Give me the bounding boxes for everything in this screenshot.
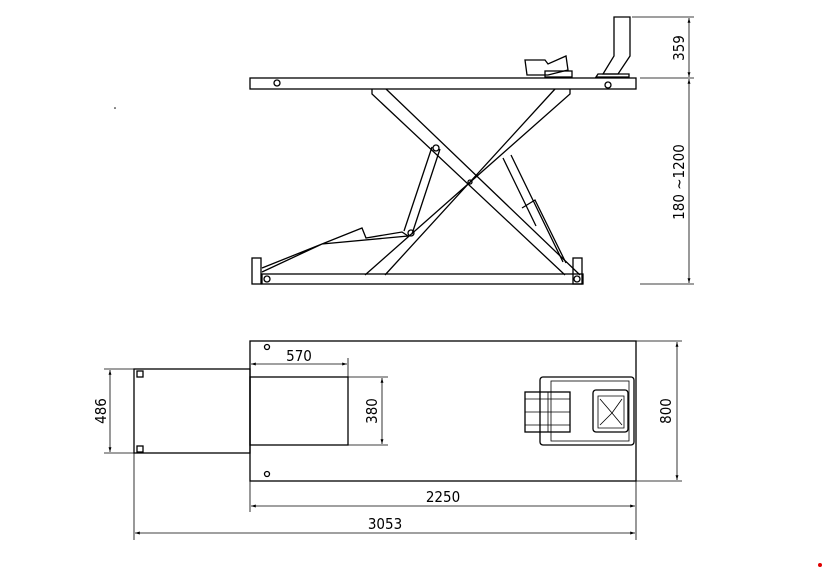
dim-label-380: 380	[363, 398, 381, 424]
base-post	[572, 257, 583, 285]
red-marker-dot	[818, 563, 822, 567]
support-strut	[403, 146, 441, 235]
dim-label-359: 359	[670, 35, 688, 61]
dim-label-3053: 3053	[368, 515, 402, 533]
clamp-plate	[524, 55, 569, 76]
clamp-rail	[544, 70, 573, 78]
dim-label-2250: 2250	[426, 488, 460, 506]
dim-label-lift-height: 180 ~1200	[670, 144, 688, 220]
hydraulic-cylinder	[502, 154, 567, 264]
platform-deck	[249, 77, 637, 90]
base-wheel	[263, 275, 271, 283]
scissor-arm-a	[371, 88, 581, 276]
deck-roller	[604, 81, 612, 89]
top-view: 570 380 486 800 2250 3053	[92, 340, 682, 540]
base-post	[251, 257, 262, 285]
dim-label-800: 800	[657, 398, 675, 424]
dim-label-570: 570	[286, 347, 312, 365]
wheel-clamp-top	[524, 376, 635, 446]
ramp-extension	[133, 368, 251, 454]
base-frame	[261, 273, 584, 285]
strut-pin	[407, 229, 415, 237]
scissor-pivot	[467, 179, 473, 185]
scissor-arm-b	[364, 88, 571, 276]
strut-pin	[432, 144, 440, 152]
side-view: 359 180 ~1200	[249, 16, 694, 285]
deck-roller	[273, 79, 281, 87]
ramp-section	[249, 376, 349, 446]
chock-base	[594, 73, 630, 78]
wheel-chock	[601, 16, 631, 75]
dim-label-486: 486	[92, 398, 110, 424]
drive-ramp	[261, 227, 410, 273]
base-wheel	[573, 275, 581, 283]
